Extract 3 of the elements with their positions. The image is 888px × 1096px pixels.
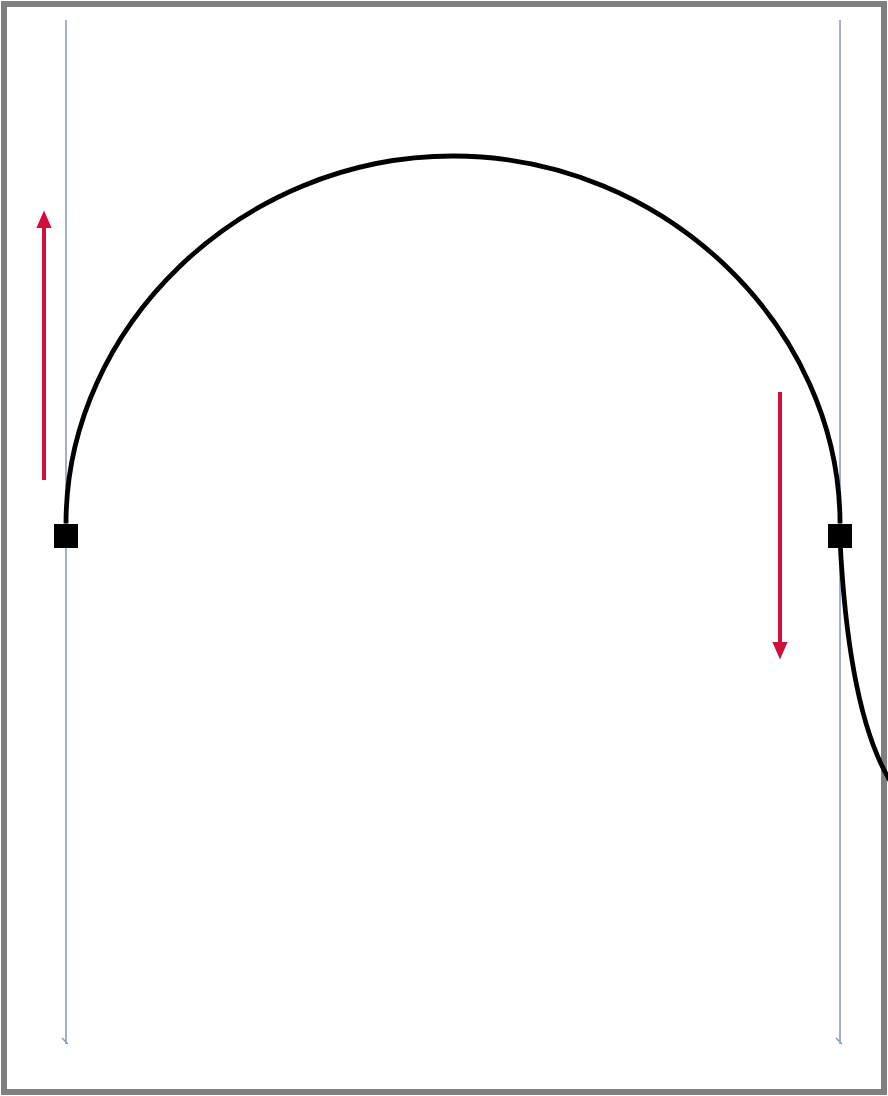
anchor-point bbox=[828, 524, 852, 548]
curve-path bbox=[63, 153, 843, 524]
anchor-point bbox=[54, 524, 78, 548]
